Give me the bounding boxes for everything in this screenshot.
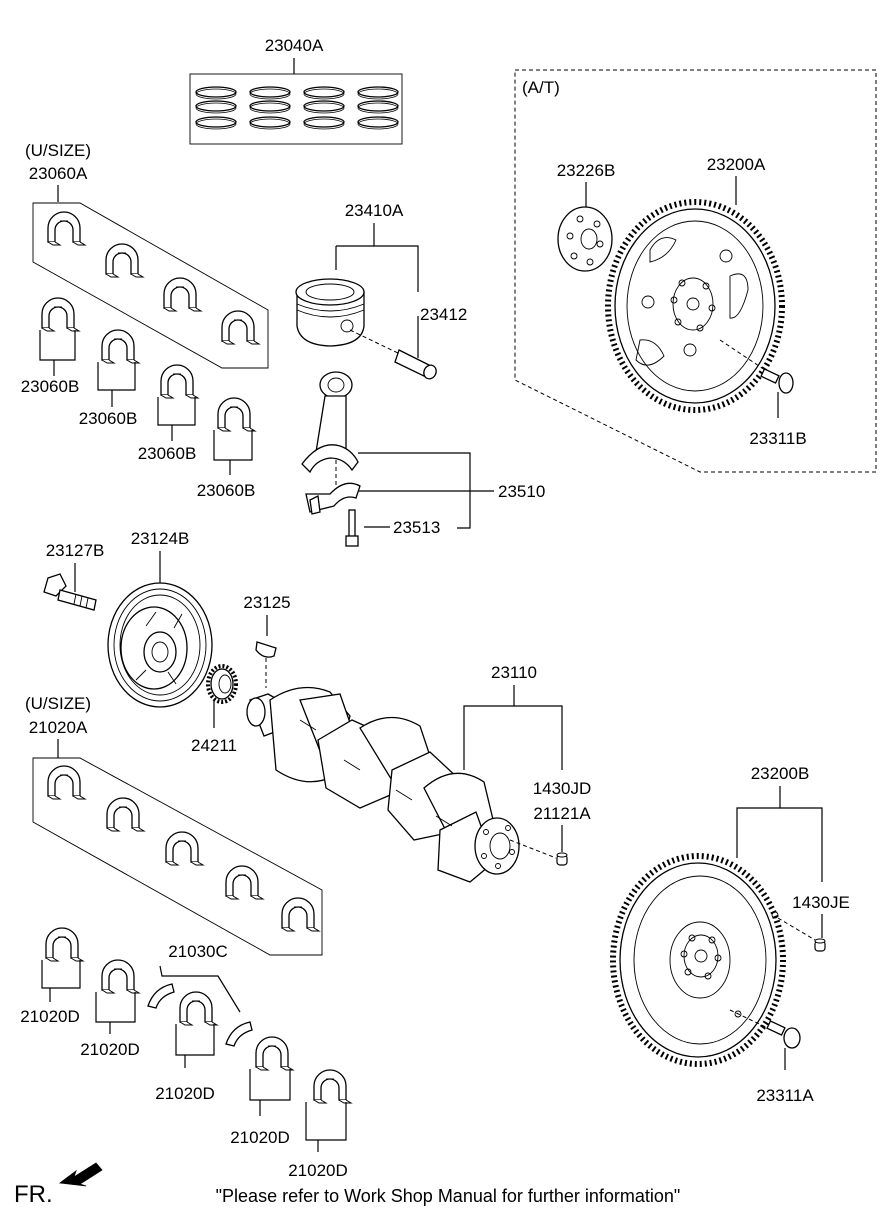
- label-piston-ring-set: 23040A: [265, 36, 324, 55]
- label-main-bearing-set: 21020A: [29, 718, 88, 737]
- ring-pack-2: [249, 86, 291, 130]
- connecting-rod: 23510 23513: [301, 371, 545, 547]
- label-conrod-bearing-1: 23060B: [21, 377, 80, 396]
- label-conrod-bearing-2: 23060B: [79, 409, 138, 428]
- label-conrod-bearing-4: 23060B: [197, 481, 256, 500]
- crank-sprocket: 24211: [191, 664, 238, 755]
- label-usize-2: (U/SIZE): [25, 694, 91, 713]
- label-crank-sprocket: 24211: [191, 736, 237, 755]
- label-at: (A/T): [522, 78, 560, 97]
- label-drive-plate-bolt: 23311B: [749, 429, 806, 448]
- label-woodruff-key: 23125: [243, 593, 290, 612]
- label-main-bearing-4: 21020D: [230, 1128, 290, 1147]
- label-flywheel-bolt: 23311A: [756, 1086, 814, 1105]
- front-direction-arrow-icon: [58, 1162, 103, 1187]
- label-piston-pin: 23412: [420, 305, 467, 324]
- label-flywheel: 23200B: [751, 764, 810, 783]
- drive-plate-adapter: 23226B: [557, 161, 616, 272]
- label-pulley-bolt: 23127B: [46, 541, 105, 560]
- label-pin-1430je: 1430JE: [792, 893, 850, 912]
- ring-pack-4: [357, 86, 399, 130]
- ring-pack-3: [303, 86, 345, 130]
- label-main-bearing-2: 21020D: [80, 1040, 140, 1059]
- label-drive-plate-adapter: 23226B: [557, 161, 616, 180]
- conrod-bearing-2: 23060B: [79, 329, 140, 428]
- label-main-bearing-1: 21020D: [20, 1007, 80, 1026]
- thrust-washer: 21030C: [147, 942, 253, 1047]
- label-conrod-bolt: 23513: [393, 518, 440, 537]
- label-conrod-bearing-3: 23060B: [138, 444, 197, 463]
- main-bearing-3: 21020D: [155, 991, 218, 1103]
- main-bearing-2: 21020D: [80, 959, 140, 1059]
- label-main-bearing-5: 21020D: [288, 1161, 348, 1180]
- damper-pulley: 23124B: [107, 529, 213, 708]
- conrod-bolt: [345, 509, 359, 547]
- piston-assembly: 23410A 23412: [295, 201, 467, 380]
- label-pin-21121a: 21121A: [533, 804, 591, 823]
- label-pin-1430jd: 1430JD: [533, 779, 592, 798]
- main-bearing-5: 21020D: [288, 1069, 352, 1180]
- conrod-bearing-1: 23060B: [21, 297, 80, 396]
- crankshaft: 23110 1430JD 21121A: [246, 663, 592, 883]
- fr-label: FR.: [14, 1181, 53, 1208]
- conrod-bearing-3: 23060B: [138, 364, 199, 463]
- flywheel-bolt: 23311A: [729, 1009, 814, 1105]
- label-thrust-washer: 21030C: [168, 942, 228, 961]
- label-crankshaft: 23110: [491, 663, 537, 682]
- label-conrod-bearing-set: 23060A: [29, 164, 88, 183]
- flywheel: 23200B 1430JE: [610, 764, 850, 1067]
- piston: [295, 278, 365, 347]
- label-usize-1: (U/SIZE): [25, 141, 91, 160]
- label-drive-plate: 23200A: [707, 155, 766, 174]
- drive-plate: 23200A: [605, 155, 785, 413]
- footer-note: "Please refer to Work Shop Manual for fu…: [216, 1186, 681, 1206]
- piston-ring-set: 23040A: [189, 36, 403, 145]
- drive-plate-bolt: 23311B: [719, 339, 807, 448]
- main-bearing-set: (U/SIZE) 21020A: [25, 694, 323, 956]
- conrod-bearing-set: (U/SIZE) 23060A: [25, 141, 269, 369]
- label-damper-pulley: 23124B: [131, 529, 190, 548]
- woodruff-key: 23125: [243, 593, 291, 688]
- label-piston-assembly: 23410A: [345, 201, 404, 220]
- ring-pack-1: [195, 86, 237, 130]
- piston-pin: [394, 349, 437, 380]
- pulley-bolt: 23127B: [43, 541, 105, 611]
- main-bearing-1: 21020D: [20, 927, 84, 1026]
- footer: FR. "Please refer to Work Shop Manual fo…: [14, 1162, 681, 1208]
- conrod-bearing-4: 23060B: [197, 397, 256, 500]
- main-bearing-4: 21020D: [230, 1036, 294, 1147]
- at-drive-plate-group: (A/T) 23226B 23200A: [514, 69, 877, 473]
- label-main-bearing-3: 21020D: [155, 1084, 215, 1103]
- label-connecting-rod: 23510: [498, 482, 545, 501]
